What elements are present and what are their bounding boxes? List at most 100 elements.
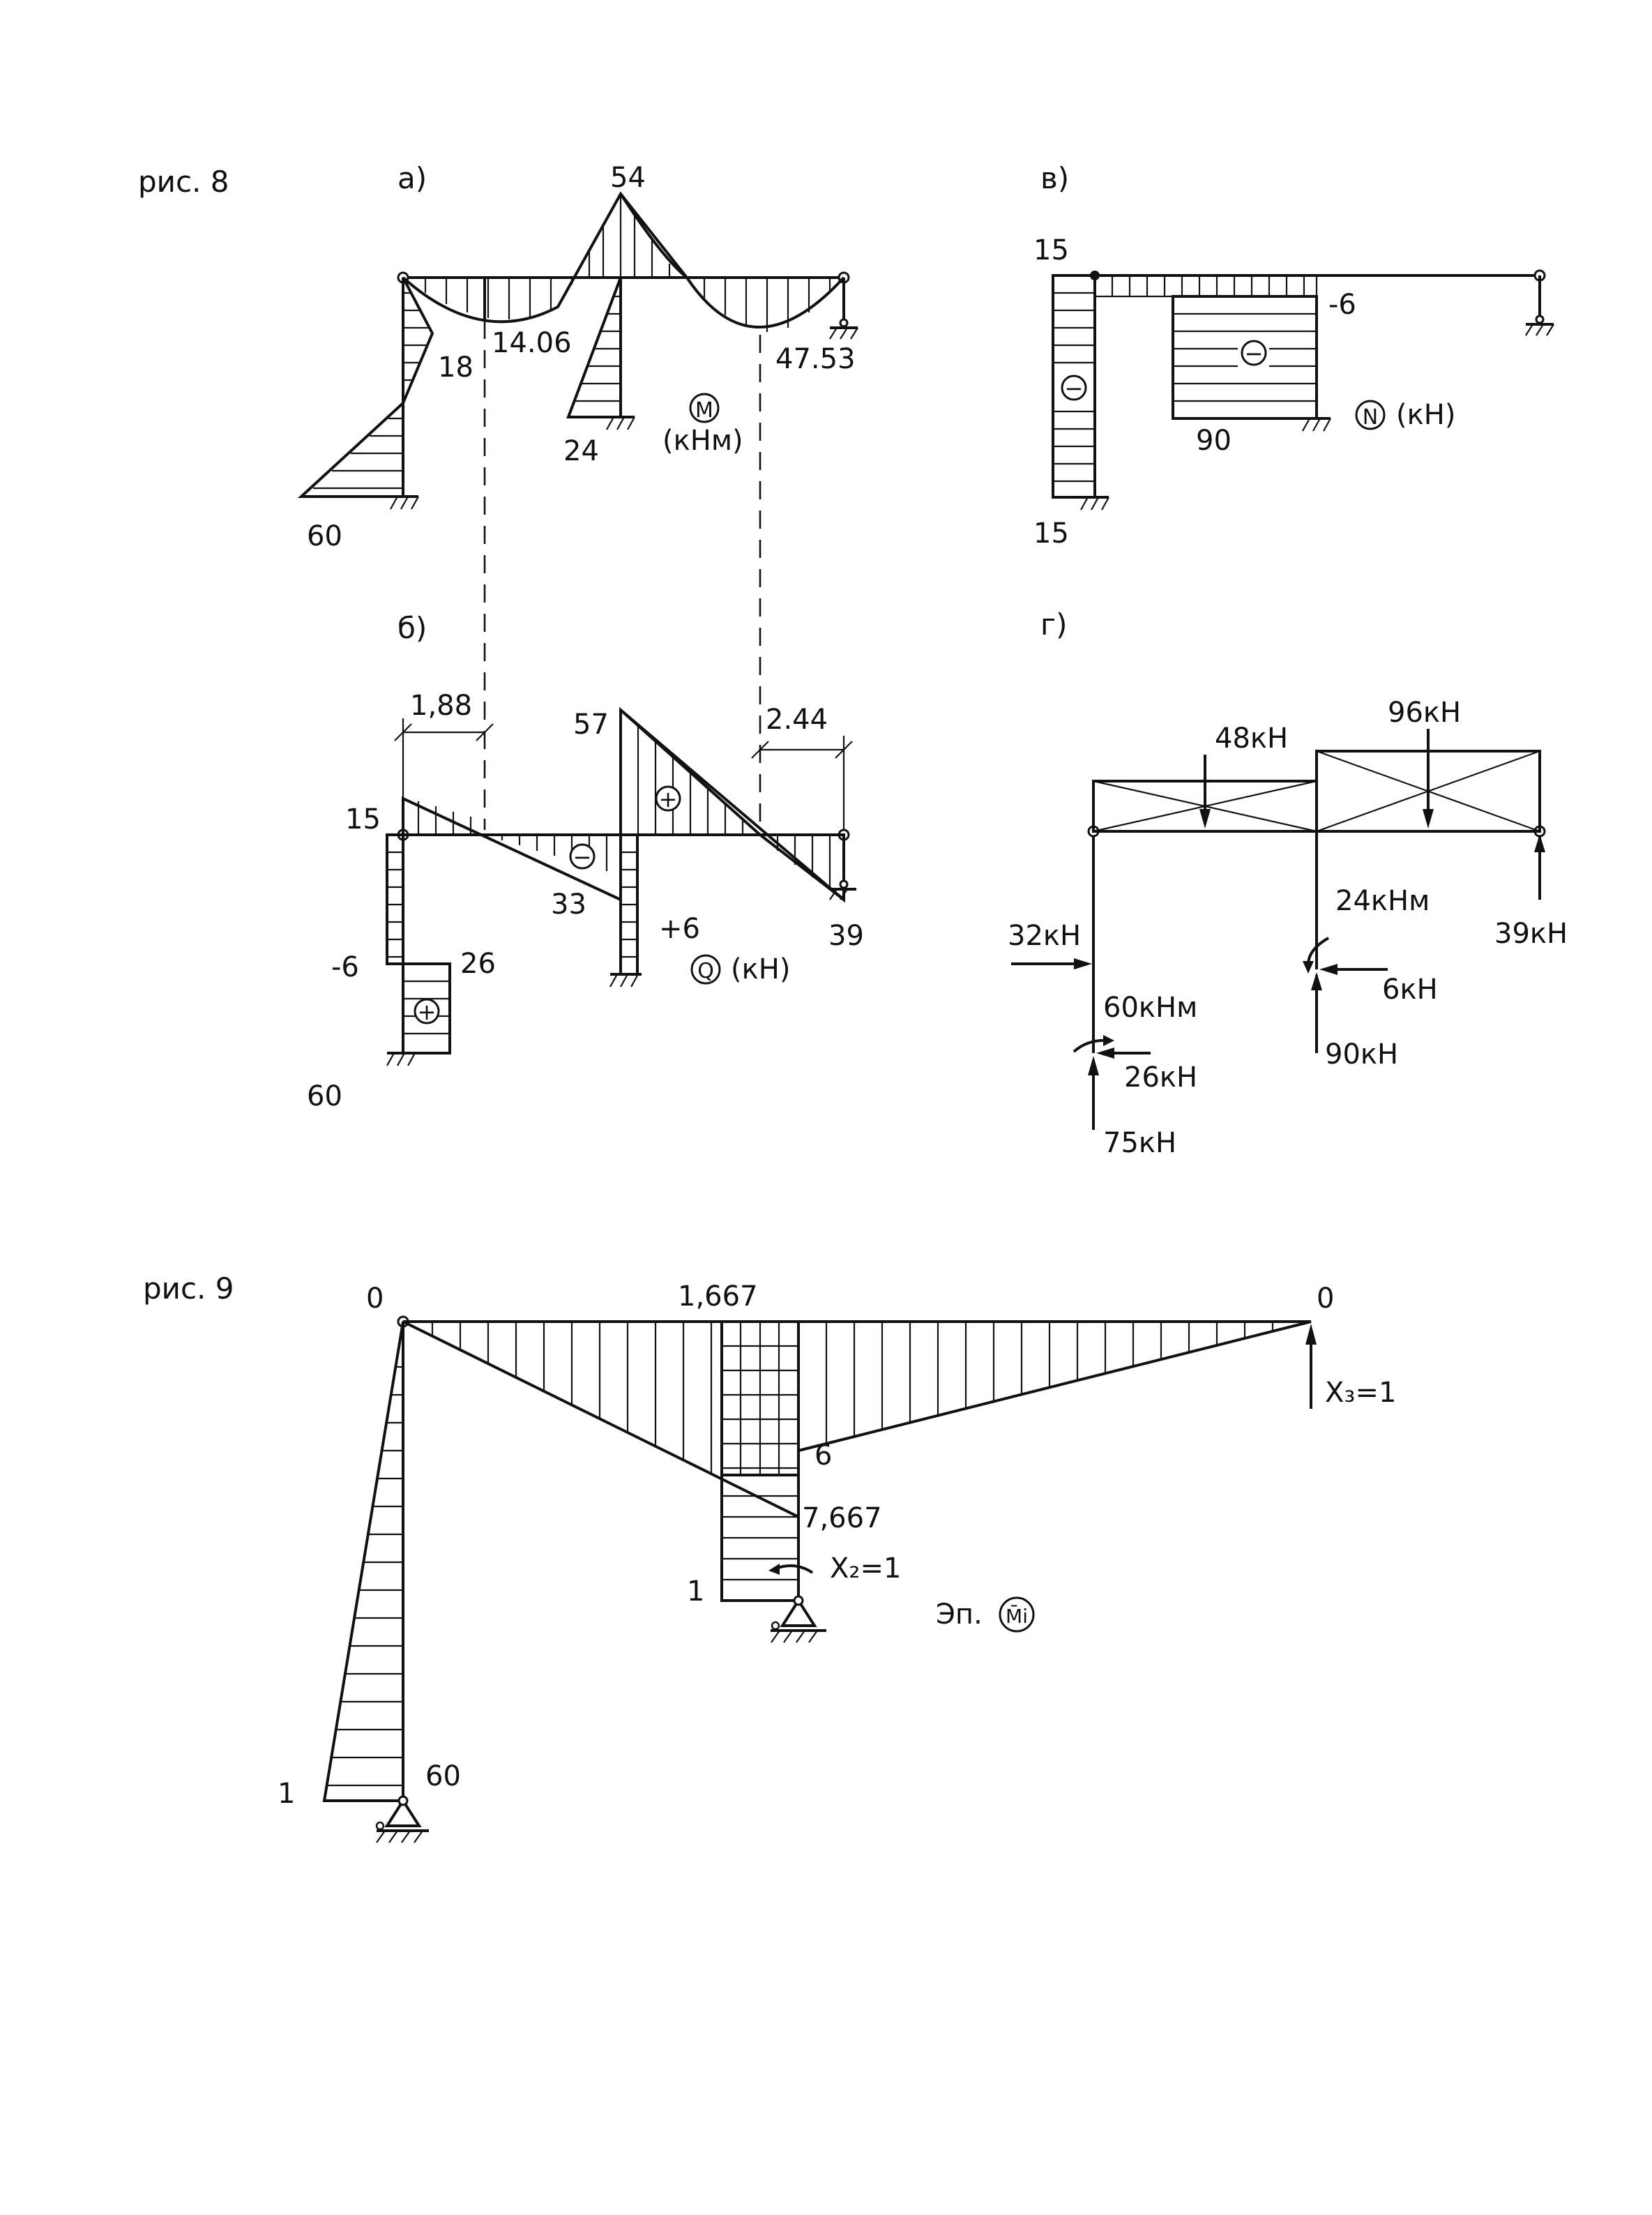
diagram-caption: Эп. M̄i [936, 1596, 1035, 1633]
arrow-90kn-icon [1311, 972, 1322, 1053]
fig8g-loads-diagram: г) [1008, 607, 1568, 1159]
shear-left-hatch [417, 801, 608, 871]
beam-moment-right [619, 192, 845, 328]
roller-support-n-icon [1525, 275, 1554, 336]
load-75kn: 75кН [1103, 1127, 1176, 1159]
middle-axial-block [1172, 295, 1318, 420]
fixed-support-q-left-icon [386, 1052, 418, 1066]
middle-column-hatch [575, 295, 621, 402]
arrow-6kn-icon [1319, 964, 1388, 975]
svg-text:M̄i: M̄i [1006, 1604, 1028, 1628]
fig8-title: рис. 8 [138, 165, 229, 199]
load-26kn: 26кН [1124, 1061, 1197, 1094]
value-26: 26 [460, 948, 496, 980]
beam-unit-moment-right [797, 1320, 1312, 1453]
fig8a-label: а) [397, 161, 427, 195]
fig8b-label: б) [397, 611, 427, 645]
value-39: 39 [828, 920, 864, 952]
projection-lines [483, 321, 761, 830]
value-zero-right: 0 [1317, 1283, 1334, 1315]
middle-column-moment [566, 277, 622, 418]
value-18: 18 [438, 351, 473, 384]
moment-24knm-icon [1303, 937, 1329, 974]
svg-text:Q: Q [697, 959, 714, 983]
minus-sign-left-span: − [569, 843, 596, 870]
value-minus-6: -6 [1328, 289, 1356, 321]
load-32kn: 32кН [1008, 920, 1081, 952]
plus-sign-right-span: + [655, 785, 681, 812]
beam-moment-hatch [424, 195, 831, 332]
shear-right-span [619, 706, 845, 903]
diagram-m-symbol: M [689, 393, 720, 423]
arrow-39kn-icon [1534, 834, 1545, 900]
arrow-x3-icon [1305, 1324, 1317, 1409]
svg-text:+: + [418, 999, 437, 1025]
svg-text:2.44: 2.44 [766, 704, 828, 736]
value-24: 24 [563, 435, 599, 467]
left-column-shear-top-hatch [387, 851, 403, 958]
left-column-hatch [313, 292, 430, 490]
svg-text:Эп.: Эп. [936, 1598, 983, 1631]
arrow-96kn-icon [1423, 729, 1434, 829]
column-axial [1052, 274, 1096, 499]
moment-x2-icon [768, 1564, 814, 1575]
svg-text:−: − [1245, 340, 1264, 367]
fig8b-shear-diagram: б) 1,88 2.44 [307, 611, 864, 1112]
value-33: 33 [551, 889, 586, 921]
unit-knm: (кНм) [662, 425, 743, 457]
svg-text:1,88: 1,88 [410, 690, 472, 722]
pin-support-left-icon [375, 1795, 429, 1843]
roller-support-q-icon [829, 879, 856, 900]
value-top-15: 15 [1033, 234, 1069, 266]
middle-axial-hatch [1173, 312, 1317, 402]
diagram-n-symbol: N [1355, 400, 1386, 430]
value-60: 60 [307, 520, 342, 552]
value-60-9: 60 [425, 1760, 461, 1792]
arrow-32kn-icon [1011, 958, 1092, 969]
fixed-support-n-left-icon [1080, 496, 1109, 511]
value-47-53: 47.53 [775, 343, 856, 375]
load-60knm: 60кНм [1103, 992, 1197, 1024]
shear-right-slope [619, 709, 761, 836]
dimension-1-88: 1,88 [394, 690, 494, 830]
left-column-unit-moment [322, 1321, 404, 1802]
moment-60knm-icon [1073, 1035, 1114, 1053]
left-fixed-support-icon [390, 495, 419, 510]
beam-unit-left-hatch [431, 1322, 713, 1474]
load-90kn: 90кН [1325, 1038, 1398, 1071]
left-column-unit-hatch [327, 1366, 403, 1787]
fig8-label: рис. 8 [138, 165, 229, 199]
minus-sign-block: − [1241, 340, 1267, 367]
value-plus-6: +6 [659, 913, 700, 945]
load-39kn: 39кН [1494, 918, 1568, 950]
pin-support-mid-icon [771, 1595, 826, 1643]
caption-circle-icon [999, 1596, 1035, 1633]
fig8v-label: в) [1040, 161, 1069, 195]
minus-sign-column: − [1061, 375, 1087, 402]
left-column-shear-top [386, 833, 404, 965]
unit-kn-q: (кН) [731, 953, 790, 985]
svg-text:N: N [1363, 405, 1378, 430]
unit-kn-n: (кН) [1396, 399, 1455, 431]
fixed-support-n-mid-icon [1302, 417, 1331, 432]
beam-axial-strip [1093, 274, 1318, 298]
arrow-48kn-icon [1199, 755, 1211, 829]
value-15: 15 [345, 803, 381, 836]
value-6: 6 [814, 1439, 832, 1472]
svg-text:−: − [1065, 375, 1084, 402]
beam-unit-right-hatch [825, 1322, 1274, 1444]
load-96kn: 96кН [1388, 697, 1461, 729]
fig8g-label: г) [1040, 607, 1067, 642]
value-90: 90 [1196, 425, 1232, 457]
value-minus-6-q: -6 [331, 951, 359, 983]
value-1-667: 1,667 [678, 1280, 758, 1313]
value-57: 57 [573, 709, 609, 741]
value-54: 54 [610, 162, 646, 194]
load-6kn: 6кН [1382, 974, 1438, 1006]
value-1-left: 1 [278, 1778, 295, 1810]
load-48kn: 48кН [1215, 723, 1288, 755]
left-column-moment [297, 277, 434, 498]
right-roller-support-icon [829, 278, 858, 340]
column-axial-hatch [1053, 292, 1095, 483]
